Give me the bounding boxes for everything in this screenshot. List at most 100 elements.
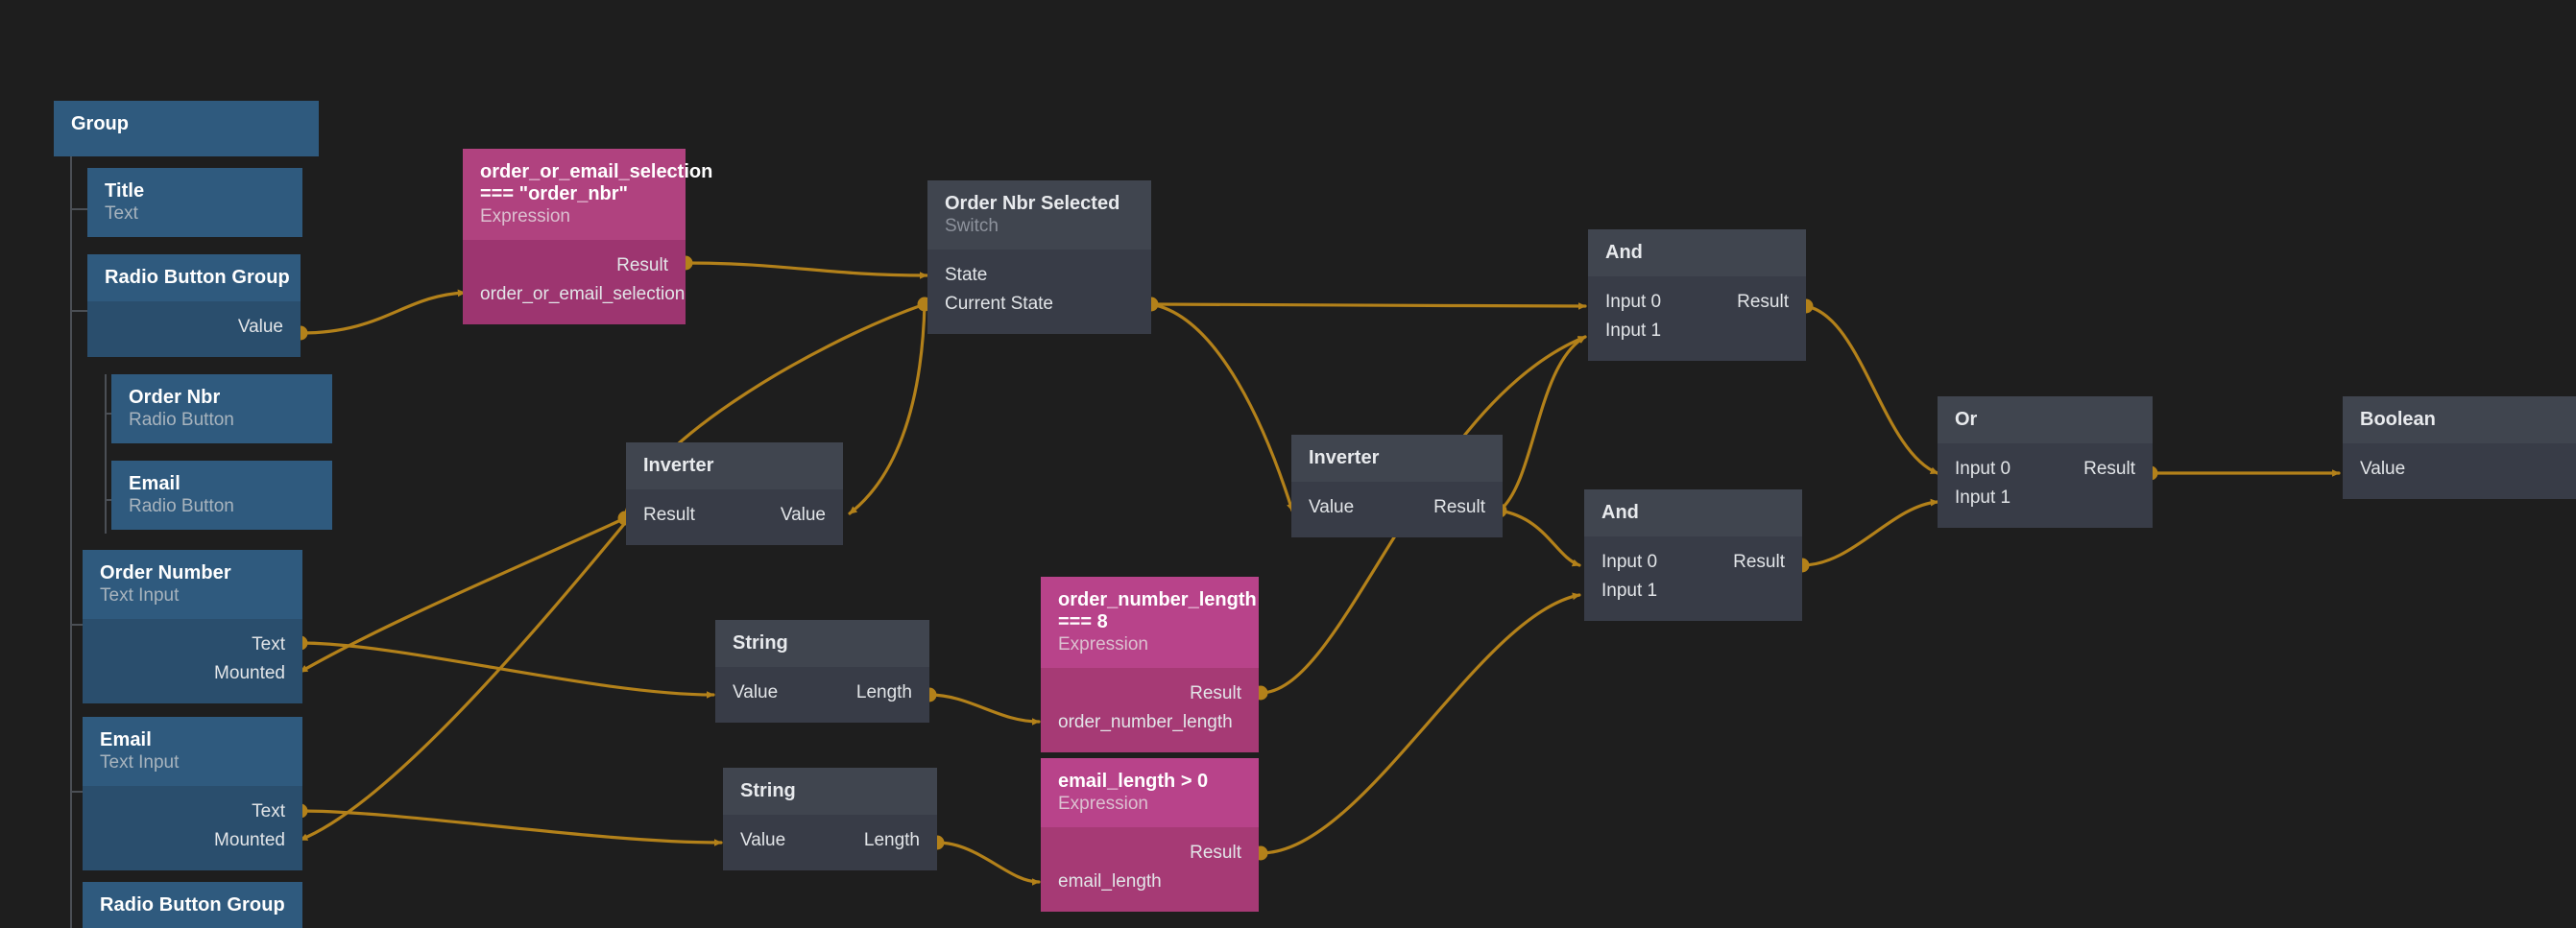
node-title: Inverter: [643, 455, 714, 476]
port-input1-in[interactable]: Input 1: [1955, 488, 2011, 508]
tree-guide-vertical-outer: [70, 156, 72, 928]
node-body: Result order_or_email_selection: [463, 240, 686, 324]
wire-switch-to-andtop-in0: [1149, 302, 1587, 310]
node-body: Text Mounted: [83, 619, 302, 703]
port-mounted-in[interactable]: Mounted: [214, 830, 285, 850]
node-body: Result email_length: [1041, 827, 1259, 912]
port-value-in[interactable]: Value: [780, 505, 826, 525]
port-result-out[interactable]: Result: [1190, 683, 1241, 703]
port-result-out[interactable]: Result: [616, 255, 668, 275]
port-state-in[interactable]: State: [945, 265, 988, 285]
tree-guide-h-title: [70, 208, 87, 210]
node-header: order_or_email_selection === "order_nbr"…: [463, 149, 712, 240]
port-text-out[interactable]: Text: [252, 801, 285, 821]
node-subtitle: Radio Button: [129, 496, 234, 516]
group-header-bar[interactable]: Group: [54, 101, 319, 156]
tree-guide-h-ordernumber: [70, 624, 87, 626]
port-value-out[interactable]: Value: [237, 317, 283, 337]
node-header: Radio Button Group: [83, 882, 302, 928]
tree-guide-h-radiogroup: [70, 310, 87, 312]
node-title-line2: === "order_nbr": [480, 183, 629, 204]
wire-ordernumber-text-to-string: [299, 641, 715, 699]
node-header: And: [1588, 229, 1806, 276]
port-email-length-in[interactable]: email_length: [1058, 871, 1162, 892]
node-email-radio[interactable]: Email Radio Button: [111, 461, 332, 530]
wire-stringemail-to-expr3: [935, 841, 1041, 886]
node-title: Email: [100, 729, 152, 750]
node-body: State Current State: [927, 250, 1151, 334]
node-title: Order Nbr Selected: [945, 193, 1120, 214]
port-mounted-in[interactable]: Mounted: [214, 663, 285, 683]
node-body: Result order_number_length: [1041, 668, 1259, 752]
node-header: Order Number Text Input: [83, 550, 302, 619]
node-header: And: [1584, 489, 1802, 536]
port-result-out[interactable]: Result: [1190, 843, 1241, 863]
wire-radiogroup-to-expr1: [299, 289, 467, 335]
node-expr-order-or-email-selection[interactable]: order_or_email_selection === "order_nbr"…: [463, 149, 712, 324]
wire-expr1-to-switch-state: [684, 261, 928, 279]
port-result-out[interactable]: Result: [1737, 292, 1789, 312]
port-input1-in[interactable]: Input 1: [1605, 321, 1662, 341]
port-result-out[interactable]: Result: [1433, 497, 1485, 517]
port-length-out[interactable]: Length: [855, 682, 912, 702]
node-title: Radio Button Group: [105, 267, 290, 288]
node-radio-button-group-2[interactable]: Radio Button Group: [83, 882, 302, 928]
port-order-number-length-in[interactable]: order_number_length: [1058, 712, 1233, 732]
node-subtitle: Text Input: [100, 585, 180, 606]
node-title: String: [733, 632, 788, 654]
port-value-in[interactable]: Value: [2360, 459, 2406, 479]
node-order-nbr-radio[interactable]: Order Nbr Radio Button: [111, 374, 332, 443]
node-header: String: [723, 768, 937, 815]
node-title: And: [1605, 242, 1643, 263]
wire-to-ordernumber-mounted: [299, 516, 627, 674]
wire-andbottom-to-or-in1: [1800, 498, 1939, 567]
port-current-state-out[interactable]: Current State: [945, 294, 1053, 314]
node-body: Value: [87, 301, 301, 357]
node-expr-email-length[interactable]: email_length > 0 Expression Result email…: [1041, 758, 1259, 912]
port-result-out[interactable]: Result: [2083, 459, 2135, 479]
node-header: Radio Button Group: [87, 254, 301, 301]
node-header: Title Text: [87, 168, 302, 237]
node-expr-order-number-length[interactable]: order_number_length === 8 Expression Res…: [1041, 577, 1259, 752]
node-switch-order-nbr-selected[interactable]: Order Nbr Selected Switch State Current …: [927, 180, 1151, 334]
wire-andtop-to-or-in0: [1804, 304, 1939, 475]
node-title: Boolean: [2360, 409, 2436, 430]
node-radio-button-group-1[interactable]: Radio Button Group Value: [87, 254, 301, 357]
wire-to-email-mounted: [299, 521, 627, 842]
node-title-text[interactable]: Title Text: [87, 168, 302, 237]
port-result-out[interactable]: Result: [1733, 552, 1785, 572]
port-input1-in[interactable]: Input 1: [1601, 581, 1658, 601]
node-header: Order Nbr Radio Button: [111, 374, 332, 443]
node-title: Or: [1955, 409, 1978, 430]
node-email-text-input[interactable]: Email Text Input Text Mounted: [83, 717, 302, 870]
node-boolean[interactable]: Boolean Value: [2343, 396, 2576, 499]
port-text-out[interactable]: Text: [252, 634, 285, 654]
node-title: Inverter: [1309, 447, 1380, 468]
port-length-out[interactable]: Length: [863, 830, 920, 850]
node-order-number-text-input[interactable]: Order Number Text Input Text Mounted: [83, 550, 302, 703]
node-title-line1: email_length > 0: [1058, 771, 1209, 792]
port-order-or-email-selection-in[interactable]: order_or_email_selection: [480, 284, 686, 304]
node-header: Or: [1938, 396, 2153, 443]
